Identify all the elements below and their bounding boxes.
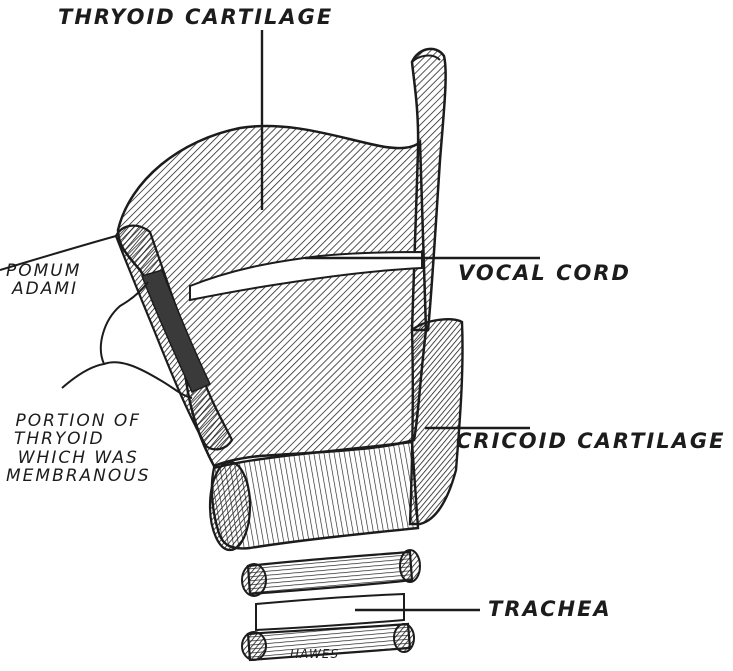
- label-thyroid-cartilage: THRYOID CARTILAGE: [58, 6, 333, 29]
- artist-signature: HAWES: [290, 648, 339, 661]
- label-pomum-line-1: POMUM: [6, 262, 81, 280]
- label-portion-line-4: MEMBRANOUS: [6, 467, 151, 485]
- label-portion-line-1: PORTION OF: [6, 412, 151, 430]
- cricoid-cartilage-shape: [410, 319, 463, 524]
- cricoid-ring-end: [210, 462, 250, 550]
- label-trachea: TRACHEA: [488, 598, 612, 621]
- label-pomum-line-2: ADAMI: [6, 280, 81, 298]
- label-cricoid-cartilage: CRICOID CARTILAGE: [456, 430, 725, 453]
- label-portion-line-2: THRYOID: [6, 430, 151, 448]
- label-portion-of-thyroid: PORTION OF THRYOID WHICH WAS MEMBRANOUS: [6, 412, 151, 485]
- label-pomum-adami: POMUM ADAMI: [6, 262, 81, 299]
- label-portion-line-3: WHICH WAS: [6, 449, 151, 467]
- trachea-rings: [242, 550, 420, 660]
- label-vocal-cord: VOCAL CORD: [458, 262, 631, 285]
